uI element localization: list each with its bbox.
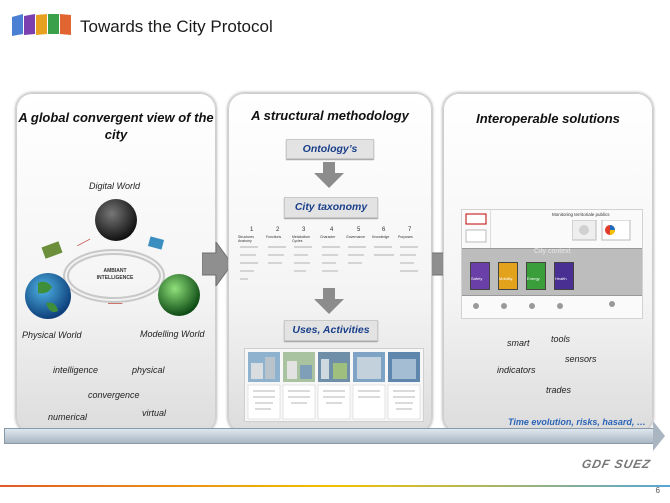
keyword-trades: trades — [546, 385, 572, 395]
timeline-bar — [4, 428, 654, 444]
monitoring-dashboard: Monitoring territoriale publics City con… — [461, 209, 643, 319]
panel-global-view: A global convergent view of the city ━━━… — [16, 93, 216, 433]
logo-color-blocks-icon — [12, 14, 71, 36]
digital-world-globe-icon — [95, 199, 137, 241]
module-mobility: Mobility — [499, 276, 513, 281]
panel-heading: A structural methodology — [251, 108, 409, 123]
map-thumbnails — [572, 220, 631, 241]
modelling-world-globe-icon — [158, 274, 200, 316]
physical-world-globe-icon — [25, 273, 71, 319]
modelling-world-label: Modelling World — [140, 329, 205, 339]
digital-world-label: Digital World — [89, 181, 141, 191]
monitoring-label: Monitoring territoriale publics — [552, 212, 610, 217]
keyword-intelligence: intelligence — [53, 365, 99, 375]
ambiant-intelligence-label: AMBIANT INTELLIGENCE — [96, 268, 134, 281]
keyword-indicators: indicators — [497, 365, 536, 375]
panel-heading: A global convergent view of the city — [18, 110, 214, 142]
step-ontology: Ontology’s — [286, 139, 374, 159]
keyword-convergence: convergence — [88, 390, 140, 400]
keyword-sensors: sensors — [565, 354, 597, 364]
page-number: 6 — [655, 486, 660, 495]
module-safety: Safety — [471, 276, 483, 281]
timeline-arrowhead-icon — [653, 421, 665, 451]
module-health: Health — [555, 276, 567, 281]
step-uses-activities: Uses, Activities — [284, 320, 378, 341]
panel-interoperable-solutions: Interoperable solutions Monitoring terri… — [443, 93, 653, 433]
taxonomy-rows-placeholder — [240, 246, 418, 280]
world-diagram: ━━━━━━ ━━━━━━ — [25, 199, 200, 319]
module-energy: Energy — [527, 276, 540, 281]
keyword-tools: tools — [551, 334, 571, 344]
brand-logo: GDF SUEZ — [580, 457, 653, 471]
keyword-virtual: virtual — [142, 408, 167, 418]
panel-structural-methodology: A structural methodology Ontology’s City… — [228, 93, 432, 433]
page-title: Towards the City Protocol — [80, 17, 273, 36]
flow-arrow-right-icon — [202, 242, 232, 286]
city-context-label: City context — [534, 248, 571, 255]
taxonomy-table: 1 2 3 4 5 6 7 Structures Anatomy Functio… — [238, 227, 424, 287]
dashboard-side-panel — [465, 213, 487, 243]
footer-accent-line — [0, 485, 670, 487]
keyword-physical: physical — [132, 365, 165, 375]
keyword-numerical: numerical — [48, 412, 88, 422]
activity-image-strip — [244, 348, 424, 422]
keyword-smart: smart — [507, 338, 530, 348]
down-arrow-icon — [314, 288, 344, 314]
sensor-icons — [473, 301, 615, 309]
step-city-taxonomy: City taxonomy — [284, 197, 378, 218]
panel-heading: Interoperable solutions — [476, 111, 620, 126]
timeline-label: Time evolution, risks, hasard, … — [508, 417, 646, 427]
svg-text:━━━━━━: ━━━━━━ — [75, 236, 92, 248]
down-arrow-icon — [314, 162, 344, 188]
svg-text:━━━━━━: ━━━━━━ — [107, 301, 123, 306]
physical-world-label: Physical World — [22, 330, 82, 340]
